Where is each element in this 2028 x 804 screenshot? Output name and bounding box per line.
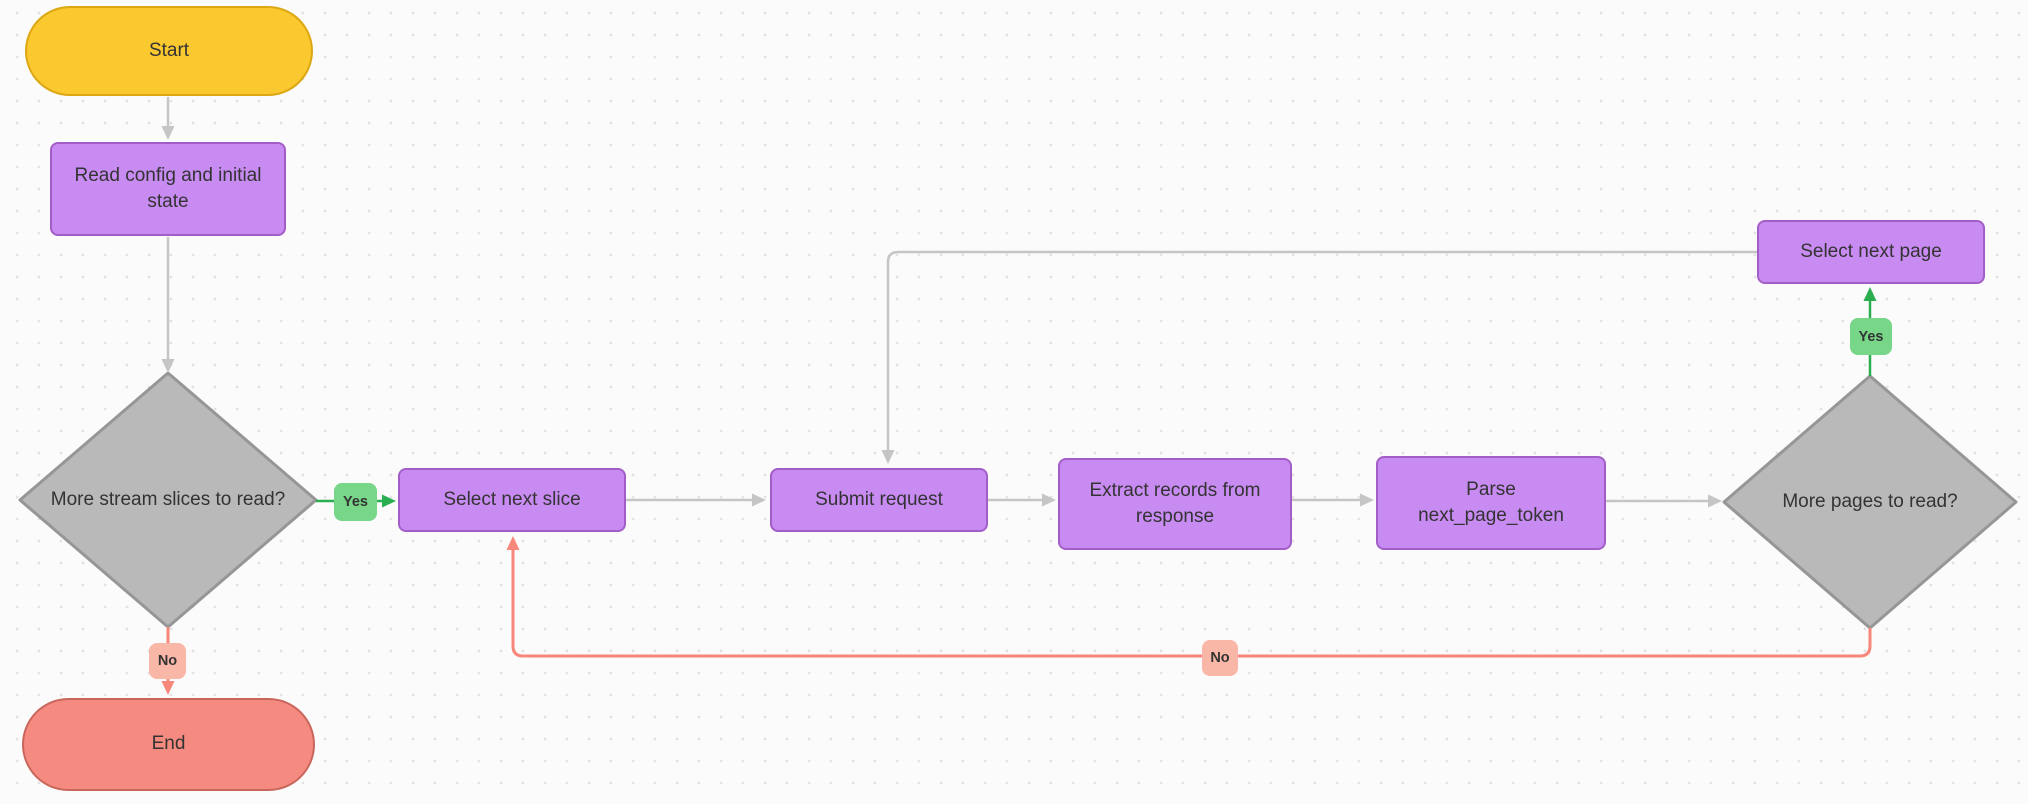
edge-label-no-slices[interactable]: No [149, 643, 186, 679]
node-read-config[interactable]: Read config and initial state [50, 142, 286, 236]
edge-label-no-pages[interactable]: No [1202, 640, 1238, 676]
edge-more-pages-no-loop [506, 536, 1872, 658]
edge-label-no-pages-text: No [1210, 650, 1230, 666]
node-end[interactable]: End [22, 698, 315, 791]
edge-label-no-slices-text: No [157, 653, 178, 669]
edge-label-yes-slices-text: Yes [343, 494, 368, 510]
node-extract-records[interactable]: Extract records from response [1058, 458, 1292, 550]
node-more-slices-decision[interactable]: More stream slices to read? [48, 440, 288, 560]
node-start-label: Start [148, 39, 190, 61]
node-select-next-page[interactable]: Select next page [1757, 220, 1985, 284]
edge-label-yes-slices[interactable]: Yes [334, 483, 377, 521]
node-parse-next-page-token-label: Parse next_page_token [1418, 478, 1564, 526]
node-submit-request[interactable]: Submit request [770, 468, 988, 532]
node-read-config-label: Read config and initial state [74, 164, 262, 212]
edge-label-yes-pages-text: Yes [1858, 328, 1884, 345]
node-select-next-slice-label: Select next slice [443, 488, 581, 510]
node-more-pages-label: More pages to read? [1782, 490, 1958, 512]
edge-label-yes-pages[interactable]: Yes [1850, 318, 1892, 355]
node-submit-request-label: Submit request [815, 488, 943, 510]
node-start[interactable]: Start [25, 6, 313, 96]
node-more-pages-decision[interactable]: More pages to read? [1750, 442, 1990, 562]
node-select-next-slice[interactable]: Select next slice [398, 468, 626, 532]
node-parse-next-page-token[interactable]: Parse next_page_token [1376, 456, 1606, 550]
node-more-slices-label: More stream slices to read? [50, 488, 286, 510]
edge-select-page-to-submit [881, 250, 1757, 464]
node-select-next-page-label: Select next page [1800, 240, 1942, 262]
node-end-label: End [151, 733, 186, 755]
node-extract-records-label: Extract records from response [1089, 479, 1261, 527]
